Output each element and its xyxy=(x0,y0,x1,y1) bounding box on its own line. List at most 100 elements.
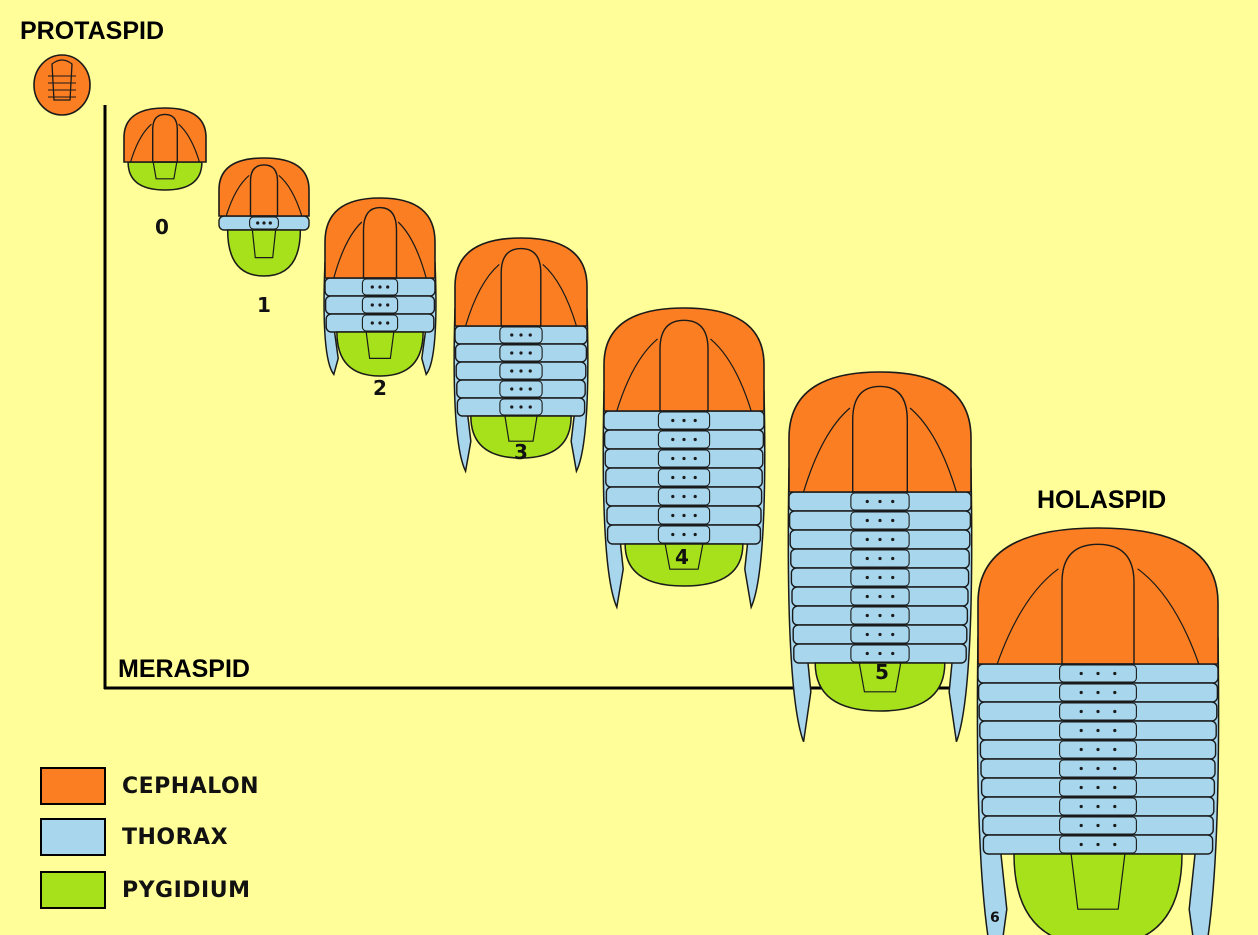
cephalon xyxy=(123,107,207,163)
segment-node xyxy=(386,285,390,289)
stage-number-4: 4 xyxy=(675,545,689,569)
segment-node xyxy=(1079,690,1083,695)
segment-node xyxy=(370,303,374,307)
segment-node xyxy=(865,594,869,599)
pygidium-axis xyxy=(251,229,277,259)
segment-node xyxy=(519,333,523,337)
facial-suture-right xyxy=(909,407,958,493)
segment-node xyxy=(865,556,869,561)
segment-node xyxy=(891,632,895,637)
axial-ring xyxy=(1059,683,1137,702)
segment-node xyxy=(693,456,697,461)
stage-number-2: 2 xyxy=(373,376,387,400)
axial-ring xyxy=(499,398,543,416)
segment-node xyxy=(891,613,895,618)
segment-node xyxy=(519,405,523,409)
segment-node xyxy=(1079,728,1083,733)
protaspid-axis xyxy=(51,59,73,101)
legend-label-cephalon: CEPHALON xyxy=(122,773,260,799)
glabella xyxy=(659,319,709,412)
segment-node xyxy=(891,575,895,580)
stage-number-3: 3 xyxy=(514,440,528,464)
axial-ring xyxy=(1059,721,1137,740)
trilobite-protaspid xyxy=(33,54,91,116)
axial-ring xyxy=(1059,816,1137,835)
axial-ring xyxy=(249,216,279,230)
segment-node xyxy=(528,387,532,391)
segment-node xyxy=(1113,690,1117,695)
axial-ring xyxy=(1059,664,1137,683)
segment-node xyxy=(510,387,514,391)
axial-ring xyxy=(657,449,711,468)
facial-suture-left xyxy=(996,568,1059,665)
legend-item-pygidium: PYGIDIUM xyxy=(40,870,251,910)
segment-node xyxy=(671,513,675,518)
segment-node xyxy=(528,351,532,355)
meraspid-title: MERASPID xyxy=(118,655,250,683)
axial-ring xyxy=(1059,702,1137,721)
pygidium xyxy=(814,662,946,712)
segment-node xyxy=(865,518,869,523)
thorax-swatch xyxy=(40,818,106,856)
segment-node xyxy=(878,632,882,637)
segment-node xyxy=(1079,842,1083,847)
segment-node xyxy=(1113,785,1117,790)
trilobite-stage-1 xyxy=(218,157,310,277)
segment-node xyxy=(682,437,686,442)
segment-node xyxy=(1096,728,1100,733)
axial-ring xyxy=(850,530,910,549)
trilobite-stage-4 xyxy=(602,307,766,610)
segment-node xyxy=(878,518,882,523)
segment-node xyxy=(510,405,514,409)
axial-ring xyxy=(850,492,910,511)
axial-ring xyxy=(850,549,910,568)
axial-ring xyxy=(1059,835,1137,854)
segment-node xyxy=(1096,823,1100,828)
trilobite-stage-3 xyxy=(453,237,589,474)
glabella xyxy=(1061,543,1135,665)
segment-node xyxy=(386,303,390,307)
segment-node xyxy=(671,418,675,423)
axial-ring xyxy=(850,511,910,530)
segment-node xyxy=(671,456,675,461)
facial-suture-left xyxy=(802,407,851,493)
axial-ring xyxy=(499,362,543,380)
stage-number-5: 5 xyxy=(875,660,889,684)
axial-ring xyxy=(499,326,543,344)
stage-number-1: 1 xyxy=(257,293,271,317)
segment-node xyxy=(1079,785,1083,790)
pygidium-axis xyxy=(365,331,395,359)
pygidium xyxy=(470,415,572,459)
pygidium-axis xyxy=(664,543,704,570)
segment-node xyxy=(1113,842,1117,847)
segment-node xyxy=(682,494,686,499)
segment-node xyxy=(1113,823,1117,828)
segment-node xyxy=(528,405,532,409)
segment-node xyxy=(1113,766,1117,771)
facial-suture-left xyxy=(129,123,152,163)
glabella xyxy=(152,113,178,163)
segment-node xyxy=(693,418,697,423)
segment-node xyxy=(1079,804,1083,809)
holaspid-title: HOLASPID xyxy=(1037,486,1167,514)
segment-node xyxy=(519,387,523,391)
segment-node xyxy=(891,556,895,561)
segment-node xyxy=(378,303,382,307)
segment-node xyxy=(1096,690,1100,695)
segment-node xyxy=(378,285,382,289)
protaspid-title: PROTASPID xyxy=(20,17,164,45)
segment-node xyxy=(1096,785,1100,790)
segment-node xyxy=(671,475,675,480)
segment-node xyxy=(682,418,686,423)
segment-node xyxy=(370,285,374,289)
trilobite-stage-2 xyxy=(323,197,437,377)
segment-node xyxy=(878,613,882,618)
segment-node xyxy=(891,537,895,542)
axial-ring xyxy=(1059,740,1137,759)
axial-ring xyxy=(657,411,711,430)
axial-ring xyxy=(361,278,399,296)
glabella xyxy=(500,247,542,327)
segment-node xyxy=(865,575,869,580)
pygidium-swatch xyxy=(40,871,106,909)
pygidium-axis xyxy=(1070,853,1126,910)
